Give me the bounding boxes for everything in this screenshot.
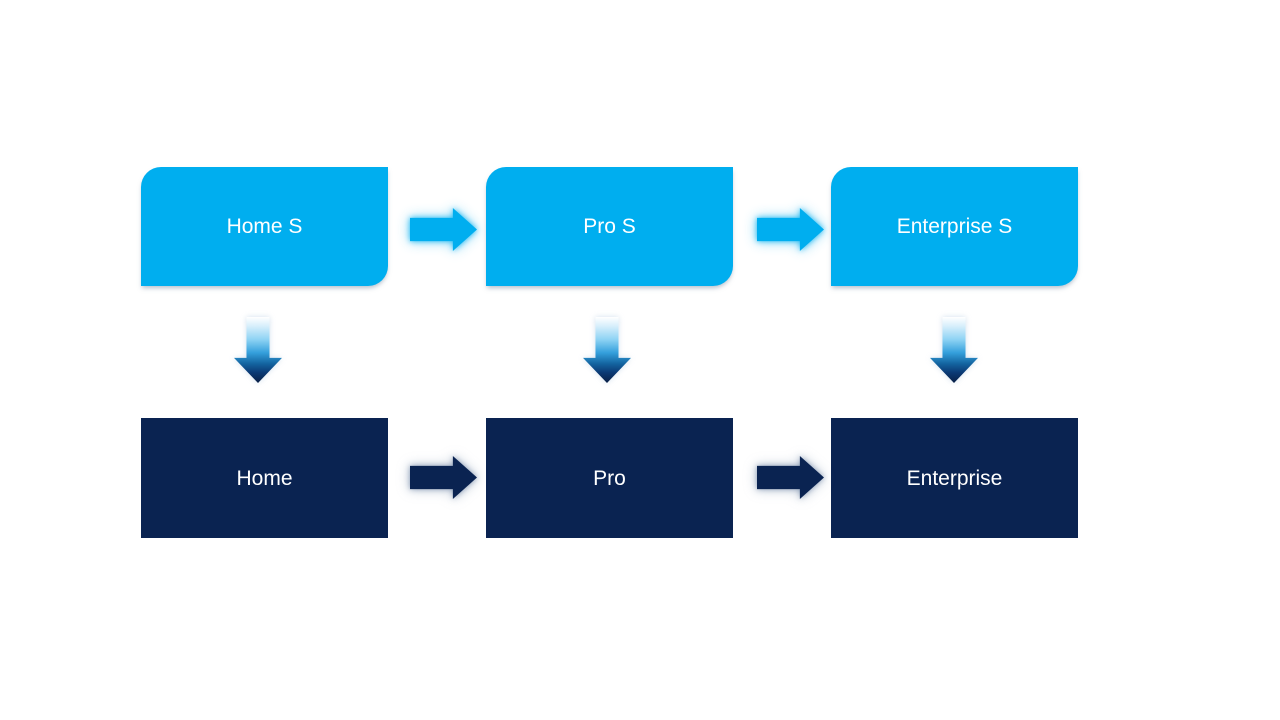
box-home: Home xyxy=(141,418,388,538)
right-arrow-icon-bottom-2 xyxy=(757,456,824,499)
box-pro-label: Pro xyxy=(593,466,626,490)
down-arrow-shape xyxy=(234,317,282,383)
box-home-s-label: Home S xyxy=(226,215,303,238)
box-home-label: Home xyxy=(236,466,293,490)
down-arrow-icon-home xyxy=(234,317,282,383)
box-home-s: Home S xyxy=(141,167,388,286)
box-enterprise-label: Enterprise xyxy=(906,466,1003,490)
right-arrow-shape xyxy=(410,208,477,251)
down-arrow-icon-pro xyxy=(583,317,631,383)
down-arrow-shape xyxy=(583,317,631,383)
box-pro-s: Pro S xyxy=(486,167,733,286)
box-pro-s-label: Pro S xyxy=(583,215,636,238)
right-arrow-shape xyxy=(410,456,477,499)
right-arrow-icon-bottom-1 xyxy=(410,456,477,499)
right-arrow-icon-top-2 xyxy=(757,208,824,251)
right-arrow-icon-top-1 xyxy=(410,208,477,251)
box-enterprise: Enterprise xyxy=(831,418,1078,538)
box-pro: Pro xyxy=(486,418,733,538)
box-enterprise-s: Enterprise S xyxy=(831,167,1078,286)
box-enterprise-s-label: Enterprise S xyxy=(896,215,1013,238)
down-arrow-icon-enterprise xyxy=(930,317,978,383)
right-arrow-shape xyxy=(757,208,824,251)
down-arrow-shape xyxy=(930,317,978,383)
right-arrow-shape xyxy=(757,456,824,499)
